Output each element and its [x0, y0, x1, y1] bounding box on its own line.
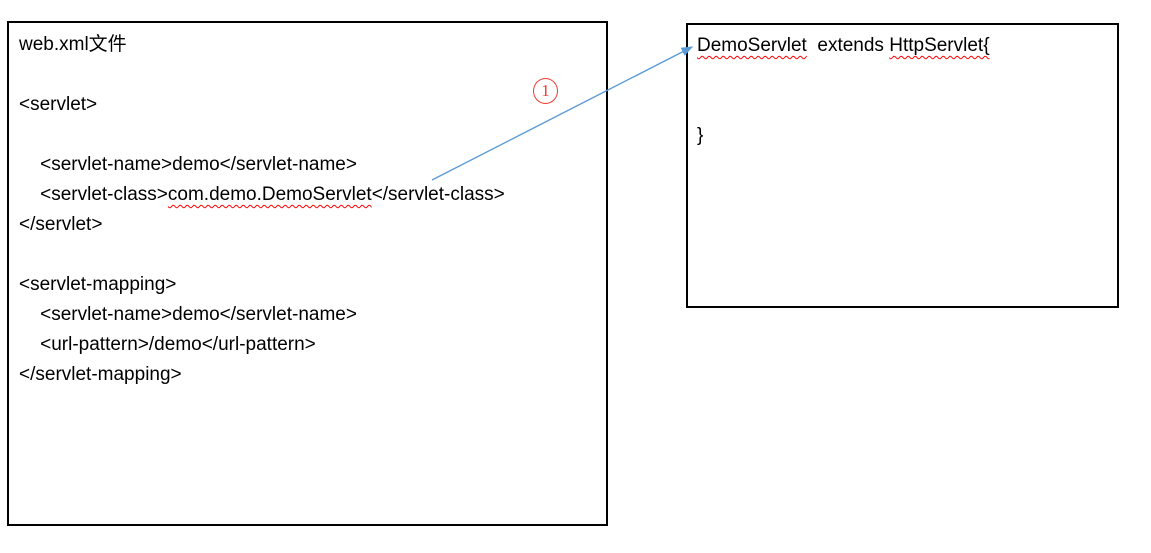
- class-name: DemoServlet: [697, 35, 807, 56]
- blank-line: [19, 120, 596, 150]
- box-title: web.xml文件: [19, 34, 127, 55]
- code-line-mapping-open: <servlet-mapping>: [19, 274, 177, 295]
- code-line-servlet-name: <servlet-name>demo</servlet-name>: [19, 154, 357, 175]
- blank-line: [19, 60, 596, 90]
- code-line-closing-brace: }: [697, 125, 704, 146]
- servlet-class-value: com.demo.DemoServlet: [167, 184, 372, 205]
- superclass-name: HttpServlet{: [889, 35, 990, 56]
- code-line-servlet-open: <servlet>: [19, 94, 98, 115]
- blank-line: [697, 61, 1108, 91]
- code-line-mapping-servlet-name: <servlet-name>demo</servlet-name>: [19, 304, 357, 325]
- code-line-url-pattern: <url-pattern>/demo</url-pattern>: [19, 334, 316, 355]
- annotation-label: 1: [541, 81, 550, 100]
- code-text: extends: [806, 35, 890, 56]
- code-text: </servlet-class>: [371, 184, 505, 205]
- code-line-mapping-close: </servlet-mapping>: [19, 364, 182, 385]
- code-line-class-declaration: DemoServlet extends HttpServlet{: [697, 31, 1108, 61]
- annotation-step-circle: 1: [533, 78, 558, 104]
- code-text: <servlet-class>: [19, 184, 168, 205]
- blank-line: [697, 91, 1108, 121]
- blank-line: [19, 240, 596, 270]
- demo-servlet-class-box: DemoServlet extends HttpServlet{ }: [686, 23, 1119, 308]
- web-xml-box: web.xml文件 <servlet> <servlet-name>demo</…: [7, 21, 608, 526]
- code-line-servlet-class: <servlet-class>com.demo.DemoServlet</ser…: [19, 180, 596, 210]
- code-line-servlet-close: </servlet>: [19, 214, 103, 235]
